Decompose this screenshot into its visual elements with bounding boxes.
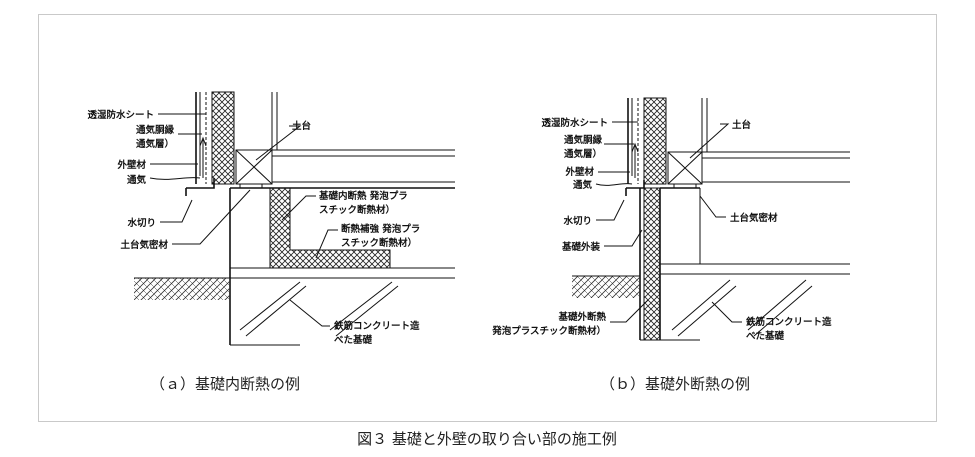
label-a-vent: 通気 xyxy=(127,174,147,186)
label-b-drip: 水切り xyxy=(563,215,592,227)
subtitle-a: （ａ）基礎内断熱の例 xyxy=(150,375,300,393)
panel-b-drawing xyxy=(572,97,850,341)
label-a-sheet: 透湿防水シート xyxy=(87,109,154,121)
figure-frame xyxy=(38,14,937,422)
outer-insulation-b xyxy=(643,187,661,341)
label-a-sill: 土台 xyxy=(292,120,312,132)
label-b-outer-ins1: 基礎外断熱 xyxy=(557,311,606,323)
label-b-furring: 通気胴縁 xyxy=(564,134,603,146)
label-b-outer-ins2: 発泡プラスチック断熱材） xyxy=(491,325,606,337)
wall-insulation-b xyxy=(643,97,667,185)
label-b-sill: 土台 xyxy=(732,119,752,131)
soil-a xyxy=(134,278,230,300)
label-b-cladding: 外壁材 xyxy=(564,166,594,178)
soil-b xyxy=(572,276,640,298)
label-a-furring: 通気胴縁 xyxy=(136,124,175,136)
vent-arrow-b xyxy=(631,142,639,178)
wall-insulation-a xyxy=(211,91,235,185)
panel-a-drawing xyxy=(134,91,455,346)
label-a-airlayer: 通気層） xyxy=(136,138,174,150)
label-a-rc1: 鉄筋コンクリート造 xyxy=(334,320,420,332)
label-a-sill-seal: 土台気密材 xyxy=(120,239,168,251)
drip-flashing-a xyxy=(185,178,215,196)
label-b-sill-seal: 土台気密材 xyxy=(730,212,778,224)
subtitle-b: （ｂ）基礎外断熱の例 xyxy=(600,375,750,393)
label-a-inner-ins2: スチック断熱材） xyxy=(319,204,395,216)
drip-flashing-b xyxy=(625,180,645,196)
label-a-cladding: 外壁材 xyxy=(116,159,146,171)
label-a-reinf2: スチック断熱材） xyxy=(341,237,417,249)
label-a-rc2: べた基礎 xyxy=(334,334,373,346)
label-b-vent: 通気 xyxy=(573,179,593,191)
label-b-finish: 基礎外装 xyxy=(561,241,601,253)
label-a-inner-ins1: 基礎内断熱 発泡プラ xyxy=(318,190,408,202)
figure-caption: 図３ 基礎と外壁の取り合い部の施工例 xyxy=(357,430,617,448)
label-b-sheet: 透湿防水シート xyxy=(541,117,608,129)
label-b-rc2: べた基礎 xyxy=(746,330,785,342)
vent-arrow-a xyxy=(199,136,207,178)
label-a-reinf1: 断熱補強 発泡プラ xyxy=(341,223,420,235)
label-b-rc1: 鉄筋コンクリート造 xyxy=(746,316,832,328)
label-a-drip: 水切り xyxy=(127,217,156,229)
label-b-airlayer: 通気層） xyxy=(564,148,602,160)
